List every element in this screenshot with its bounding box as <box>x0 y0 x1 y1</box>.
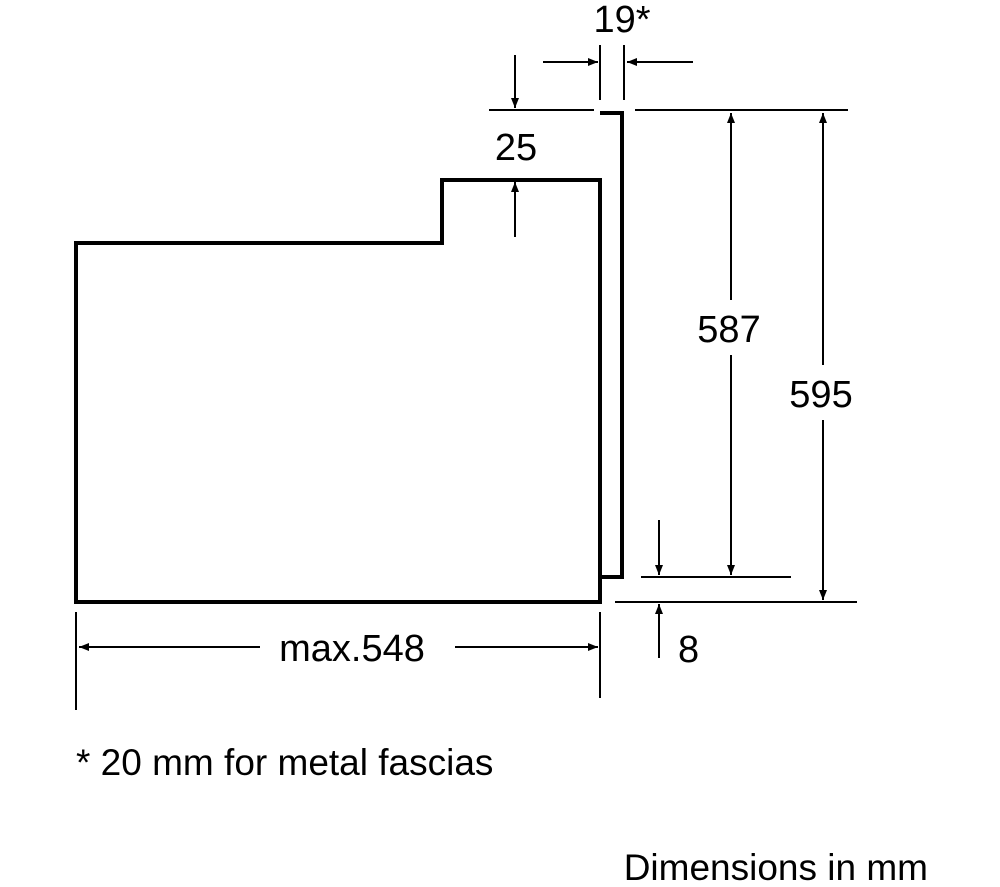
dimension-depth: max.548 <box>75 612 601 710</box>
dimension-door-height: 587 <box>641 113 791 578</box>
door-height-label: 587 <box>697 309 760 351</box>
dimension-total-height: 595 <box>615 113 857 603</box>
dimension-fascia-thickness: 19* <box>543 0 693 100</box>
units-note: Dimensions in mm <box>624 847 928 887</box>
oven-body-outline <box>74 178 602 604</box>
dimension-bottom-gap: 8 <box>655 520 699 671</box>
oven-door-fascia <box>600 111 624 579</box>
total-height-label: 595 <box>789 374 852 416</box>
dimension-top-step: 25 <box>489 55 594 237</box>
bottom-gap-label: 8 <box>678 629 699 671</box>
fascia-thickness-label: 19* <box>593 0 650 41</box>
depth-label: max.548 <box>279 628 425 670</box>
footnote: * 20 mm for metal fascias <box>76 742 493 783</box>
top-step-label: 25 <box>495 127 537 169</box>
